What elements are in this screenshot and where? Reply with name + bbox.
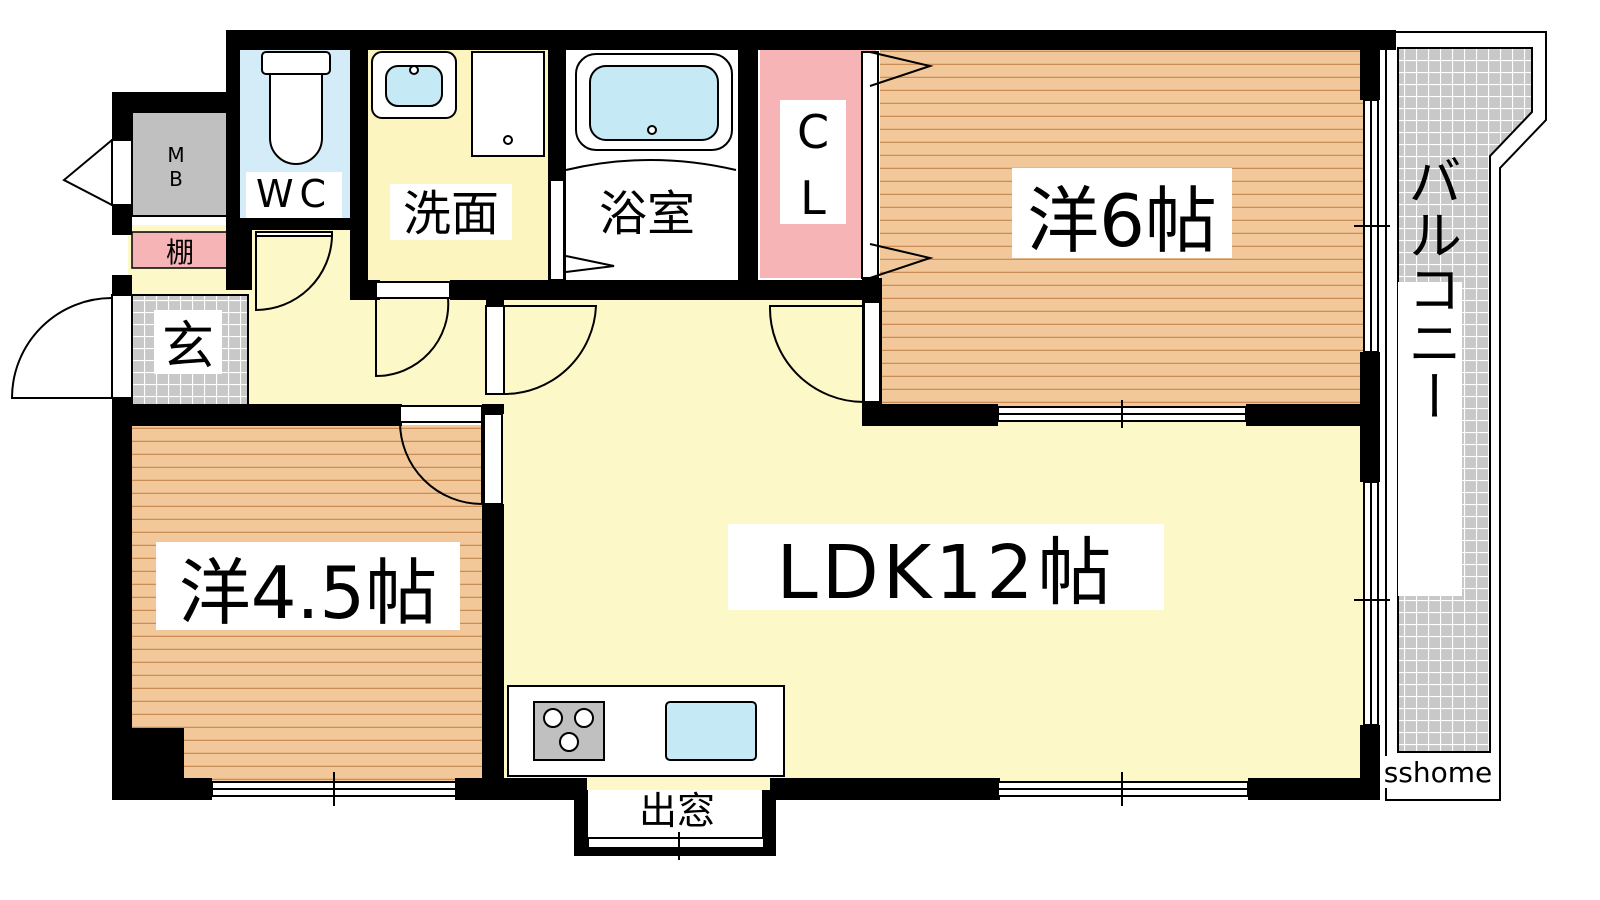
label-washroom: 洗面	[403, 186, 499, 242]
label-balcony: バルコニー	[1399, 153, 1462, 423]
label-western-45: 洋4.5帖	[179, 551, 438, 635]
kitchen-sink-icon	[665, 701, 757, 761]
label-wc: WC	[256, 172, 332, 216]
doors	[10, 51, 934, 506]
label-western-6: 洋6帖	[1027, 179, 1217, 263]
burner-icon	[543, 708, 563, 728]
label-ldk: LDK12帖	[777, 530, 1116, 616]
label-bath: 浴室	[599, 186, 695, 242]
burner-icon	[574, 708, 594, 728]
windows	[211, 99, 1390, 860]
sink-icon	[371, 51, 457, 119]
label-entrance: 玄	[162, 317, 214, 377]
shelf-area	[131, 231, 229, 269]
burner-icon	[559, 732, 579, 752]
label-bay-window: 出窓	[639, 789, 715, 833]
label-shelf: 棚	[166, 236, 194, 269]
walls	[112, 30, 1396, 856]
bathtub-icon	[565, 53, 737, 171]
washing-machine-icon	[471, 51, 545, 157]
watermark: sshome	[1384, 756, 1493, 789]
toilet-icon	[261, 51, 331, 165]
kitchen-counter	[507, 685, 785, 777]
